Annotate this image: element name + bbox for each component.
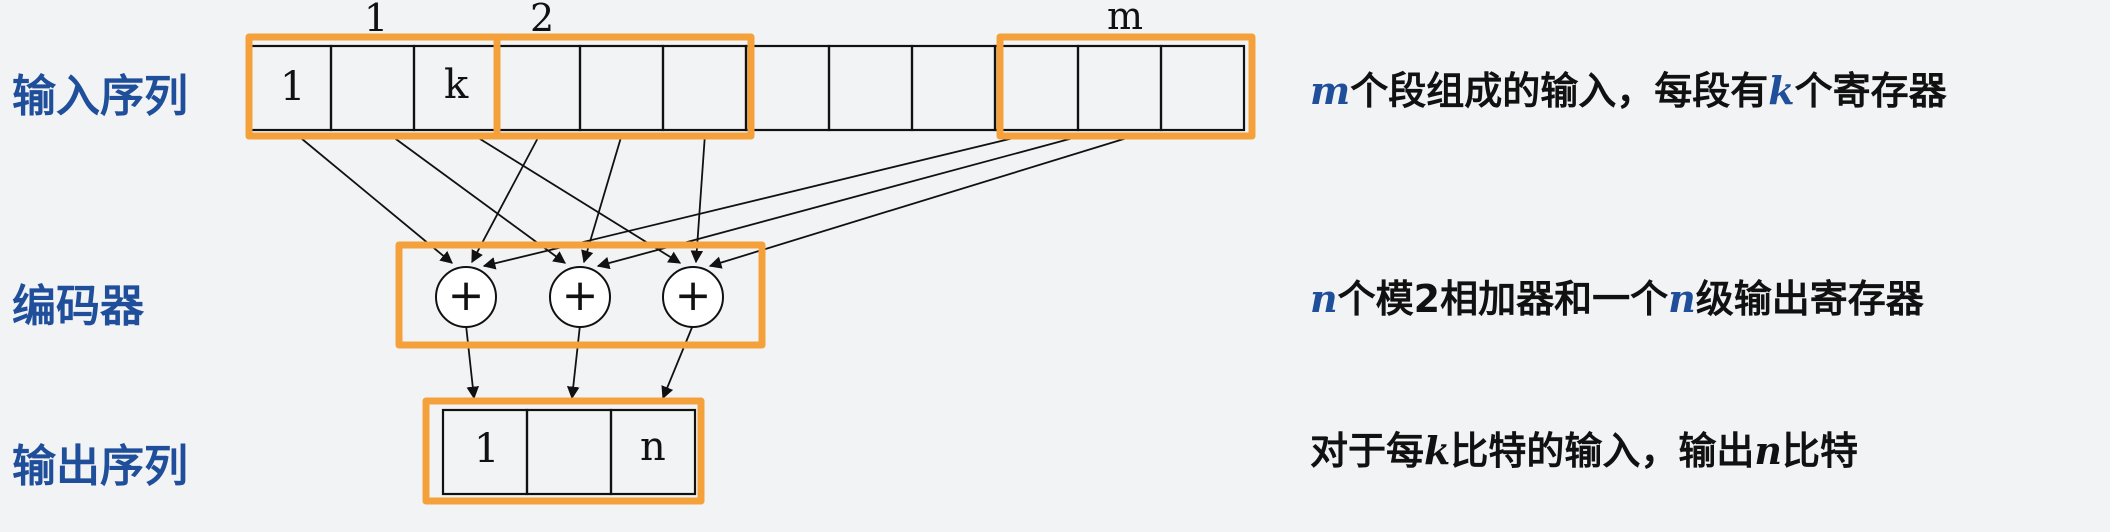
desc3-text-a: 比特的输入，输出 bbox=[1450, 429, 1755, 473]
connection-line bbox=[471, 133, 541, 264]
mod2-adder bbox=[435, 266, 497, 328]
connection-line bbox=[708, 133, 1141, 269]
segment-label-m: m bbox=[1107, 0, 1144, 38]
desc3-text-pre: 对于每 bbox=[1310, 429, 1425, 473]
adder-plus-symbol: + bbox=[674, 270, 712, 321]
output-register bbox=[441, 408, 697, 496]
segment-2-highlight bbox=[493, 33, 755, 140]
input-cell bbox=[1159, 44, 1246, 132]
desc2-text-a: 个模2相加器和一个 bbox=[1337, 277, 1669, 321]
segment-m-highlight bbox=[996, 33, 1256, 140]
var-n: n bbox=[1668, 276, 1696, 321]
var-k: k bbox=[1768, 68, 1795, 113]
input-cell bbox=[827, 44, 914, 132]
output-highlight bbox=[422, 397, 705, 505]
connection-line bbox=[465, 324, 480, 400]
adder-plus-symbol: + bbox=[561, 270, 599, 321]
connection-line bbox=[566, 324, 581, 400]
input-cell bbox=[329, 44, 416, 132]
input-cell bbox=[744, 44, 831, 132]
input-cell bbox=[578, 44, 665, 132]
var-n: n bbox=[1754, 428, 1783, 473]
input-cell-first-value: 1 bbox=[280, 64, 306, 110]
input-cell bbox=[495, 44, 582, 132]
connections bbox=[295, 133, 1141, 400]
description-line-3: 对于每k比特的输入，输出n比特 bbox=[1310, 420, 1858, 475]
input-register bbox=[246, 44, 1246, 132]
adders bbox=[435, 266, 724, 328]
input-cell bbox=[993, 44, 1080, 132]
encoder-label: 编码器 bbox=[12, 281, 144, 332]
output-cell-first-value: 1 bbox=[474, 426, 500, 472]
input-sequence-label: 输入序列 bbox=[12, 71, 188, 122]
adder-plus-symbol: + bbox=[447, 270, 485, 321]
encoder-highlight bbox=[395, 241, 766, 349]
description-line-1: m个段组成的输入，每段有k个寄存器 bbox=[1310, 60, 1947, 115]
var-k: k bbox=[1424, 428, 1451, 473]
highlight-boxes bbox=[245, 33, 1256, 505]
desc2-text-b: 级输出寄存器 bbox=[1695, 277, 1924, 321]
var-n: n bbox=[1310, 276, 1338, 321]
description-line-2: n个模2相加器和一个n级输出寄存器 bbox=[1310, 268, 1924, 323]
input-cell bbox=[910, 44, 997, 132]
desc3-text-b: 比特 bbox=[1782, 429, 1859, 473]
input-cell bbox=[1076, 44, 1163, 132]
segment-label-2: 2 bbox=[530, 0, 555, 40]
mod2-adder bbox=[549, 266, 611, 328]
desc1-text-b: 个寄存器 bbox=[1794, 69, 1947, 113]
input-cell-k-value: k bbox=[444, 62, 469, 108]
input-cell bbox=[661, 44, 748, 132]
segment-label-1: 1 bbox=[364, 0, 389, 40]
output-cell bbox=[609, 408, 697, 496]
connection-line bbox=[661, 324, 694, 400]
mod2-adder bbox=[662, 266, 724, 328]
desc1-text-a: 个段组成的输入，每段有 bbox=[1350, 69, 1769, 113]
connection-line bbox=[690, 133, 706, 264]
output-cell-n-value: n bbox=[640, 424, 666, 470]
var-m: m bbox=[1310, 68, 1351, 113]
output-cell bbox=[525, 408, 613, 496]
output-sequence-label: 输出序列 bbox=[12, 441, 188, 492]
